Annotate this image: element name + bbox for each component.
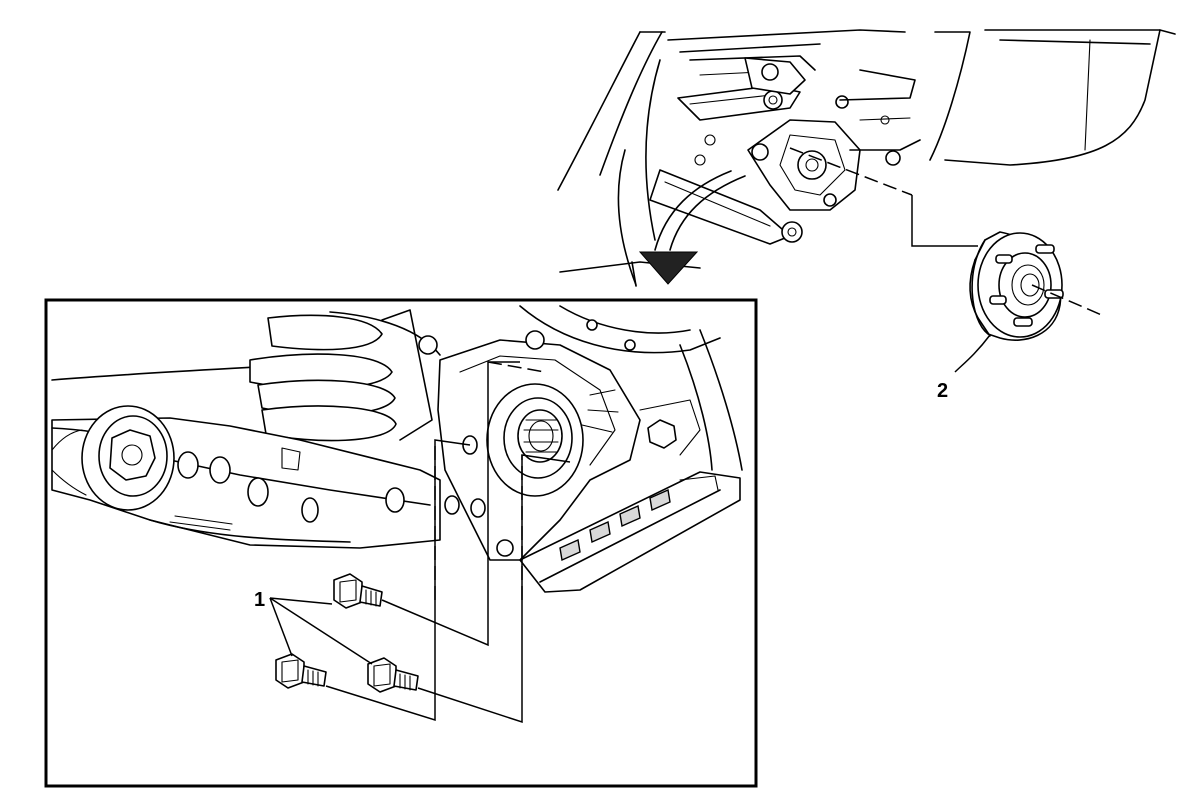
lower-arm xyxy=(51,405,441,549)
callout-2: 2 xyxy=(937,380,948,402)
vehicle-rear-overview xyxy=(557,29,1176,287)
wheel-stud xyxy=(989,244,1064,327)
hub-bearing-assembly xyxy=(954,231,1105,373)
callout-1: 1 xyxy=(254,589,265,611)
coil-spring xyxy=(249,309,433,442)
detail-inset xyxy=(44,298,758,788)
bolt xyxy=(333,573,383,609)
crossmember xyxy=(519,471,741,593)
bolt xyxy=(367,657,419,693)
curved-arrow-down-icon xyxy=(638,170,746,285)
